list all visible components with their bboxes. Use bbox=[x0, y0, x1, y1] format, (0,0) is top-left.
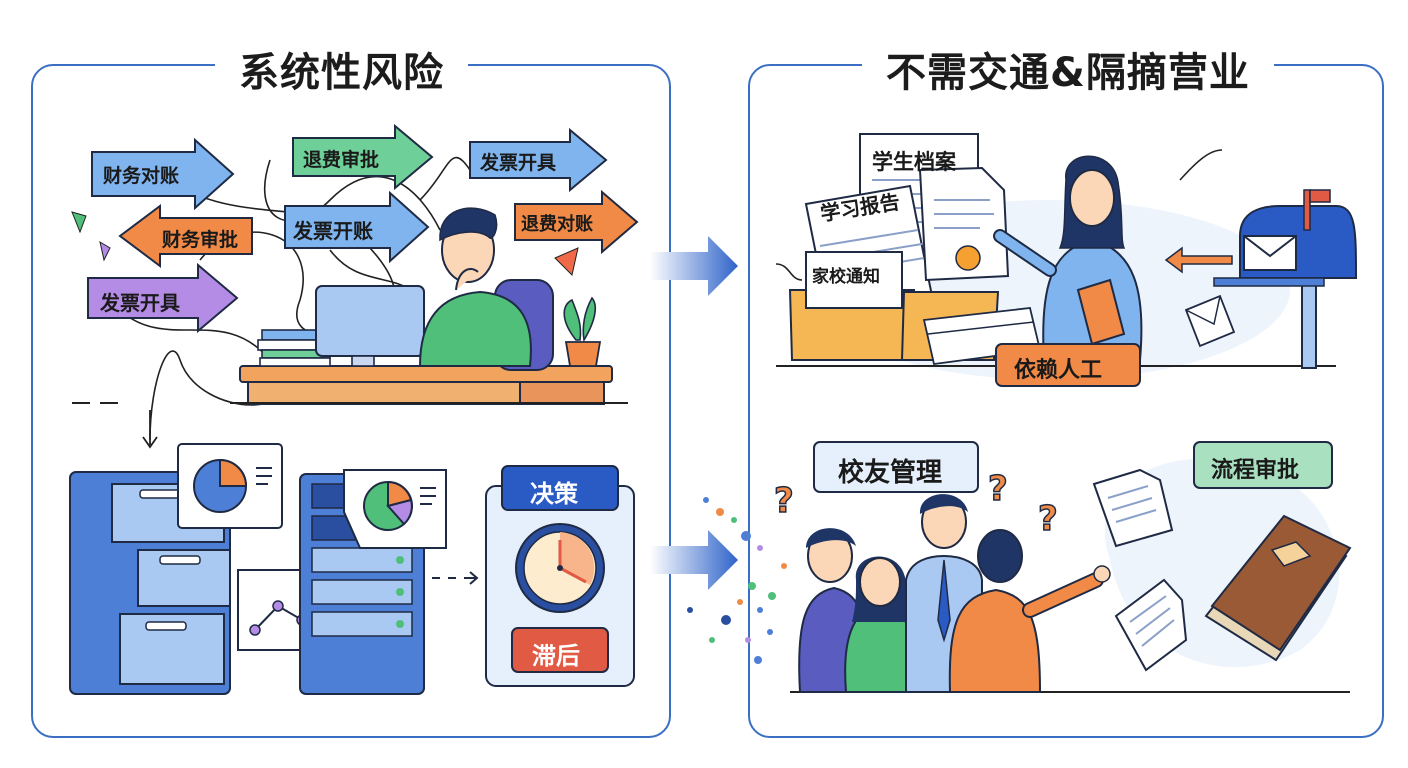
arrow-tag-label: 财务对账 bbox=[103, 165, 180, 187]
sign-approval-label: 流程审批 bbox=[1211, 458, 1300, 483]
paper-bit-icon bbox=[99, 240, 111, 262]
badge-manual bbox=[995, 343, 1141, 387]
flow-arrow-top bbox=[650, 236, 738, 296]
plant-icon bbox=[563, 296, 602, 367]
down-arrow-icon bbox=[142, 410, 158, 449]
arrow-tag-label: 退费对账 bbox=[521, 214, 593, 235]
left-panel-title: 系统性风险 bbox=[215, 40, 468, 98]
svg-text:?: ? bbox=[774, 481, 794, 521]
document-label-home-school: 家校通知 bbox=[812, 267, 880, 287]
pie-chart-card-2 bbox=[343, 469, 447, 549]
confused-man bbox=[418, 207, 532, 367]
arrow-tag-label: 退费审批 bbox=[303, 149, 380, 171]
arrow-tag-label: 财务审批 bbox=[162, 229, 239, 251]
arrow-tag-3 bbox=[469, 127, 608, 193]
badge-manual-label: 依赖人工 bbox=[1014, 358, 1103, 383]
monitor-icon bbox=[315, 285, 425, 367]
dispersing-dots bbox=[687, 497, 787, 664]
arrow-tag-label: 发票开账 bbox=[293, 219, 373, 243]
dashed-arrow-icon bbox=[432, 571, 479, 585]
flying-documents bbox=[1092, 468, 1188, 672]
question-mark-icons: ? ? ? bbox=[773, 468, 1058, 540]
arrow-tag-2 bbox=[292, 123, 434, 191]
svg-text:?: ? bbox=[1038, 499, 1058, 539]
alumni-group bbox=[798, 494, 1111, 693]
sign-approval-shape bbox=[1193, 441, 1333, 489]
right-panel-title: 不需交通&隔摘营业 bbox=[862, 40, 1274, 98]
arrow-tag-7 bbox=[87, 262, 239, 334]
svg-text:?: ? bbox=[988, 469, 1008, 509]
document-label-student-file: 学生档案 bbox=[872, 150, 956, 174]
arrow-tag-1 bbox=[91, 137, 235, 211]
arrow-tag-label: 发票开具 bbox=[480, 152, 557, 174]
paper-bit-icon bbox=[554, 247, 579, 276]
flow-arrow-bottom bbox=[650, 530, 738, 590]
decision-card bbox=[485, 465, 635, 687]
document-stack bbox=[788, 133, 1042, 365]
paper-bit-icon bbox=[71, 211, 87, 234]
sign-alumni-label: 校友管理 bbox=[838, 458, 943, 488]
arrow-tag-4 bbox=[118, 204, 253, 268]
lag-label: 滞后 bbox=[532, 642, 580, 670]
book-stack-icon bbox=[257, 329, 331, 367]
desk bbox=[239, 365, 613, 405]
pie-chart-card-1 bbox=[177, 443, 283, 529]
decision-label: 决策 bbox=[530, 480, 578, 508]
sign-alumni-shape bbox=[813, 441, 979, 493]
arrow-tag-5 bbox=[284, 190, 430, 264]
approval-book-icon bbox=[1204, 514, 1352, 662]
mailbox-icon bbox=[1164, 149, 1358, 369]
arrow-tag-label: 发票开具 bbox=[100, 291, 180, 315]
woman-presenter bbox=[993, 155, 1143, 361]
arrow-tag-6 bbox=[514, 189, 639, 255]
